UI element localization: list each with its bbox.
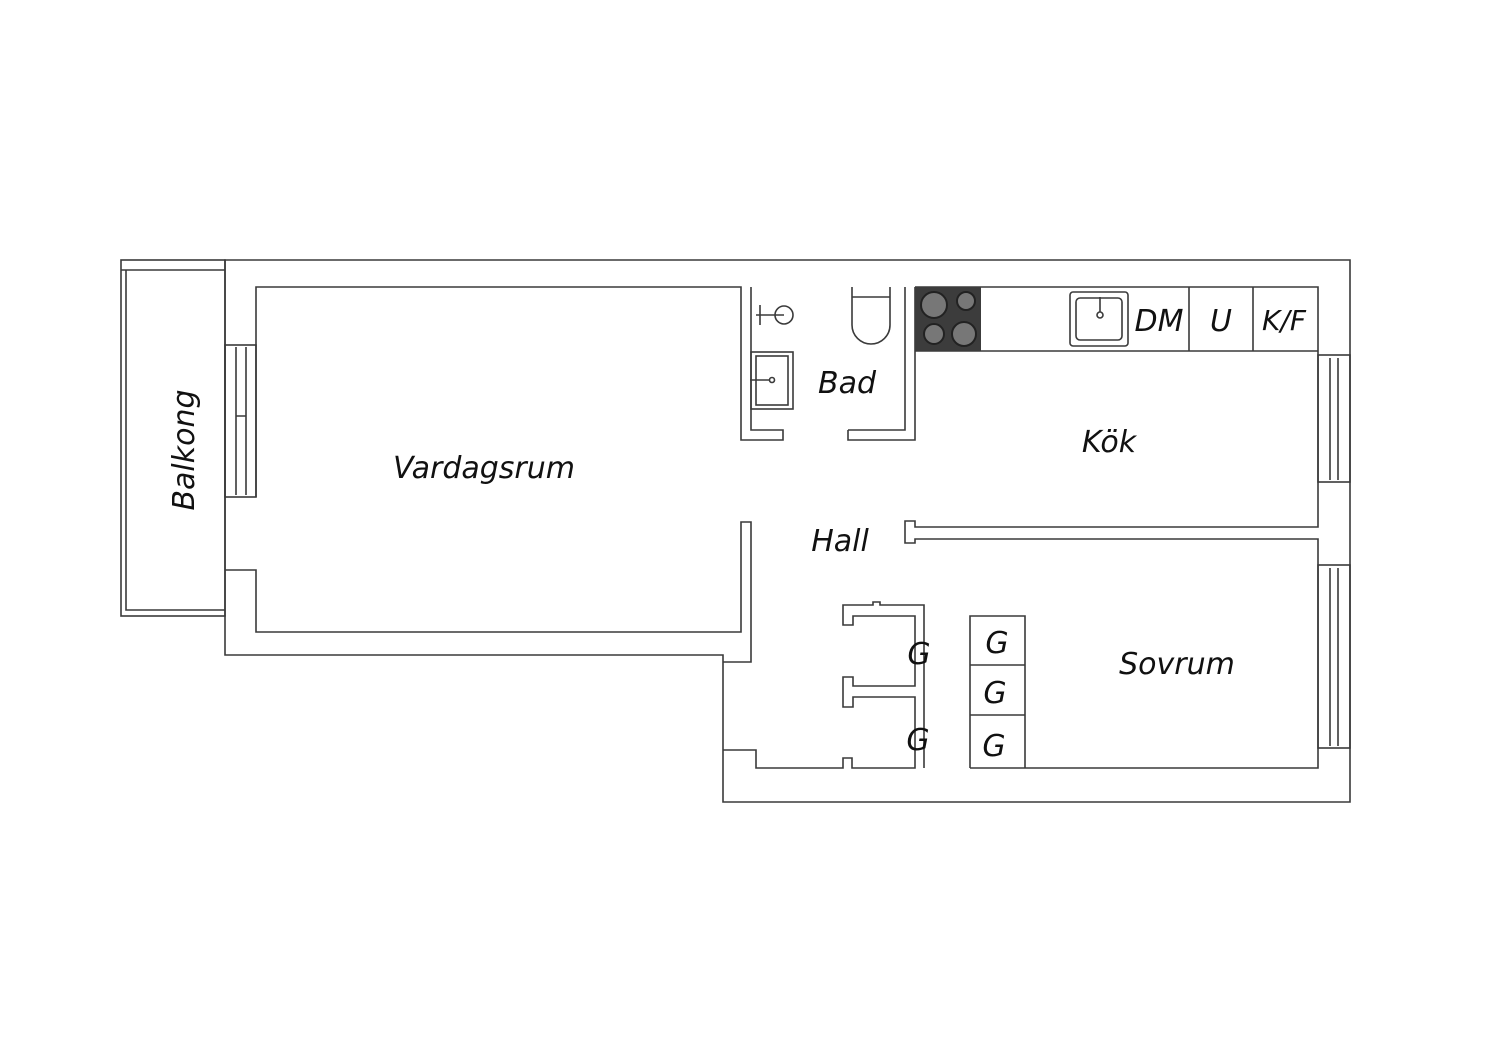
closet-label: G	[983, 676, 1006, 711]
room-label-balcony: Balkong	[167, 389, 202, 510]
shower-icon	[756, 305, 794, 325]
kitchen-sink-icon	[1069, 291, 1129, 347]
fixture-label-dishwasher: DM	[1135, 304, 1184, 339]
room-label-bath: Bad	[818, 366, 877, 401]
closet-label: G	[982, 729, 1005, 764]
kitchen-counter	[915, 287, 1318, 352]
room-label-kitchen: Kök	[1082, 425, 1138, 460]
room-label-hall: Hall	[811, 524, 869, 559]
closet-walls	[723, 601, 1026, 769]
window-kitchen	[1317, 354, 1351, 483]
outer-wall	[224, 259, 1351, 803]
fixture-label-oven: U	[1210, 304, 1232, 339]
room-label-bedroom: Sovrum	[1119, 647, 1235, 682]
toilet-icon	[851, 287, 891, 345]
window-bedroom	[1317, 564, 1351, 749]
closet-label: G	[907, 637, 930, 672]
sink-bath-icon	[750, 351, 794, 410]
room-label-living: Vardagsrum	[393, 451, 575, 486]
stove-icon	[915, 287, 981, 351]
fixture-label-fridge: K/F	[1262, 304, 1307, 337]
bathroom-walls	[847, 287, 916, 441]
closet-label: G	[985, 626, 1008, 661]
window-living	[224, 344, 257, 498]
kitchen-walls	[904, 286, 1319, 769]
closet-label: G	[906, 723, 929, 758]
